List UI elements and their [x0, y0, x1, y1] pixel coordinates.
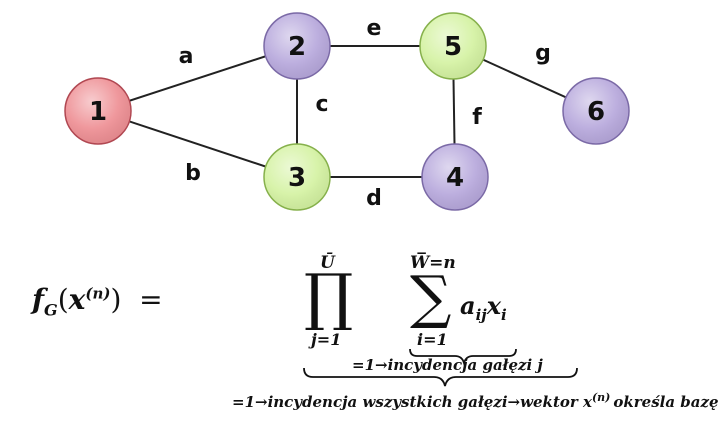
node-4: 4 — [421, 143, 489, 211]
product-upper: Ū — [320, 253, 335, 273]
node-shine-3 — [265, 145, 329, 209]
term-ij: ij — [475, 305, 487, 324]
node-label-6: 6 — [587, 97, 605, 127]
node-2: 2 — [263, 12, 331, 80]
formula-f: f — [32, 283, 45, 316]
node-1: 1 — [64, 77, 132, 145]
term-i: i — [501, 305, 507, 324]
formula-sub-g: G — [44, 300, 58, 320]
summand: aijxi — [460, 291, 507, 324]
edge-label-a: a — [179, 44, 194, 69]
brace2-text-a: =1→incydencja wszystkich gałęzi→wektor x — [232, 393, 592, 411]
brace2-text-b: określa bazę — [613, 393, 719, 411]
edge-label-g: g — [535, 41, 551, 66]
edge-a — [97, 45, 298, 112]
node-shine-1 — [66, 79, 130, 143]
formula-n: (n) — [85, 284, 111, 303]
product-symbol: ∏ — [304, 260, 354, 333]
graph-diagram: a b c d e f g 1 2 3 4 5 6 — [64, 12, 630, 211]
node-label-4: 4 — [446, 163, 464, 193]
edge-label-d: d — [366, 186, 382, 211]
edge-label-b: b — [185, 161, 201, 186]
product-lower: j=1 — [311, 330, 342, 349]
sum-upper: W̅=n — [410, 253, 456, 273]
sum-lower: i=1 — [417, 330, 448, 349]
node-shine-4 — [423, 145, 487, 209]
node-label-2: 2 — [288, 32, 306, 62]
formula-x: x — [68, 283, 86, 316]
node-label-1: 1 — [89, 97, 107, 127]
brace2-sup: (n) — [591, 391, 611, 404]
node-shine-5 — [421, 14, 485, 78]
brace2-text: =1→incydencja wszystkich gałęzi→wektor x… — [232, 391, 719, 411]
term-a: a — [460, 291, 476, 320]
formula-lhs: fG(x(n)) = — [32, 283, 163, 320]
edge-label-e: e — [367, 16, 382, 41]
edge-b — [97, 110, 298, 178]
node-6: 6 — [562, 77, 630, 145]
node-label-5: 5 — [444, 32, 462, 62]
node-label-3: 3 — [288, 163, 306, 193]
formula-equals: = — [139, 283, 163, 316]
node-shine-2 — [265, 14, 329, 78]
edge-label-f: f — [472, 105, 482, 130]
node-shine-6 — [564, 79, 628, 143]
edge-label-c: c — [315, 92, 328, 117]
node-3: 3 — [263, 143, 331, 211]
sum-symbol: ∑ — [410, 263, 452, 331]
term-x: x — [486, 291, 502, 320]
brace1-text: =1→incydencja gałęzi j — [352, 356, 543, 374]
node-5: 5 — [419, 12, 487, 80]
